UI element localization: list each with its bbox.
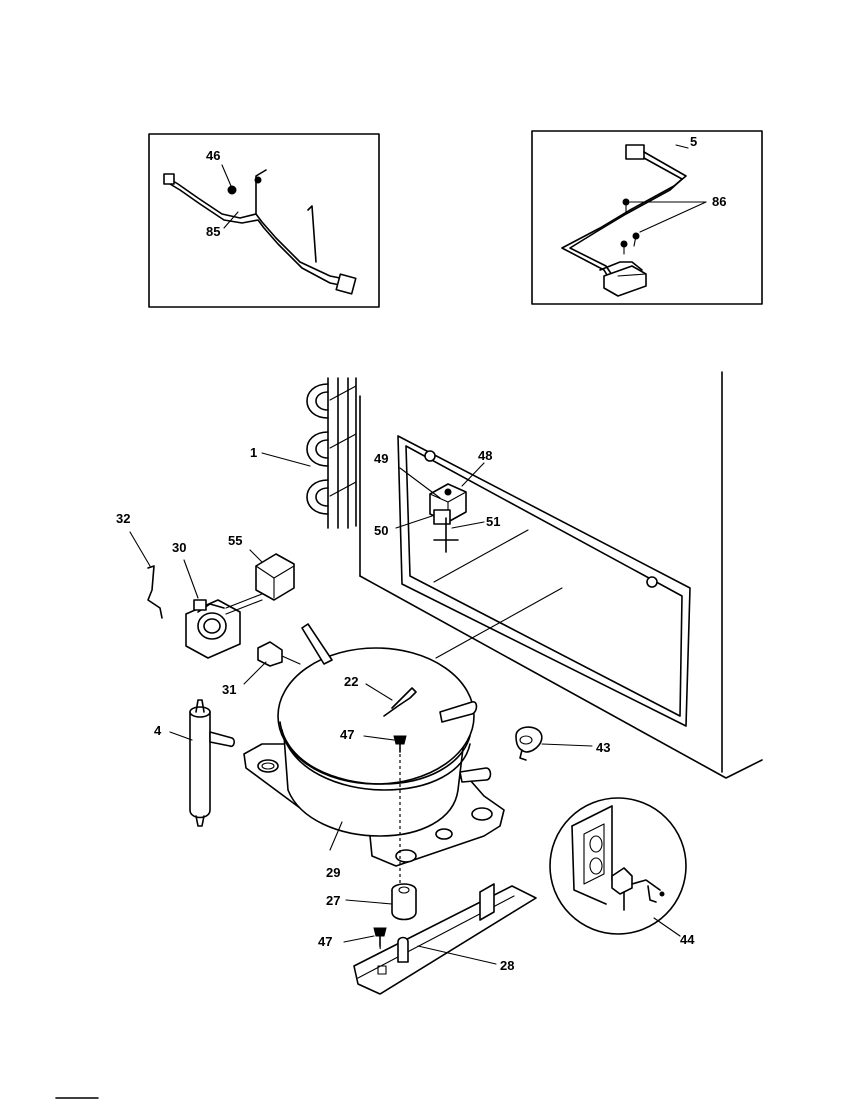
valve-assembly [395, 462, 485, 553]
capacitor-55 [249, 549, 295, 601]
callout-32: 32 [116, 511, 130, 526]
inset-outlet-44 [549, 797, 687, 937]
callout-48: 48 [478, 448, 492, 463]
callout-4: 4 [154, 723, 162, 738]
grommet-43 [515, 726, 593, 761]
callout-51: 51 [486, 514, 500, 529]
callout-22: 22 [344, 674, 358, 689]
inset-harness-5 [531, 130, 763, 305]
callout-47-upper: 47 [340, 727, 354, 742]
callout-49: 49 [374, 451, 388, 466]
relay-30 [183, 559, 263, 659]
callout-55: 55 [228, 533, 242, 548]
callout-47-lower: 47 [318, 934, 332, 949]
callout-28: 28 [500, 958, 514, 973]
callout-46: 46 [206, 148, 220, 163]
drier-4 [169, 699, 235, 827]
condenser-coil [261, 377, 357, 529]
callout-1: 1 [250, 445, 257, 460]
callout-5: 5 [690, 134, 697, 149]
callout-29: 29 [326, 865, 340, 880]
callout-50: 50 [374, 523, 388, 538]
grommet-27 [345, 883, 417, 921]
callout-44: 44 [680, 932, 695, 947]
callout-43: 43 [596, 740, 610, 755]
part-32 [129, 531, 163, 619]
callout-85: 85 [206, 224, 220, 239]
compressor-29 [243, 623, 505, 892]
inset-harness-85 [148, 133, 380, 308]
clip-31 [243, 641, 301, 685]
callout-31: 31 [222, 682, 236, 697]
cabinet-back [359, 371, 763, 779]
callout-27: 27 [326, 893, 340, 908]
bracket-28 [353, 883, 537, 995]
callout-30: 30 [172, 540, 186, 555]
bolt-47-lower [343, 927, 387, 967]
callout-86: 86 [712, 194, 726, 209]
